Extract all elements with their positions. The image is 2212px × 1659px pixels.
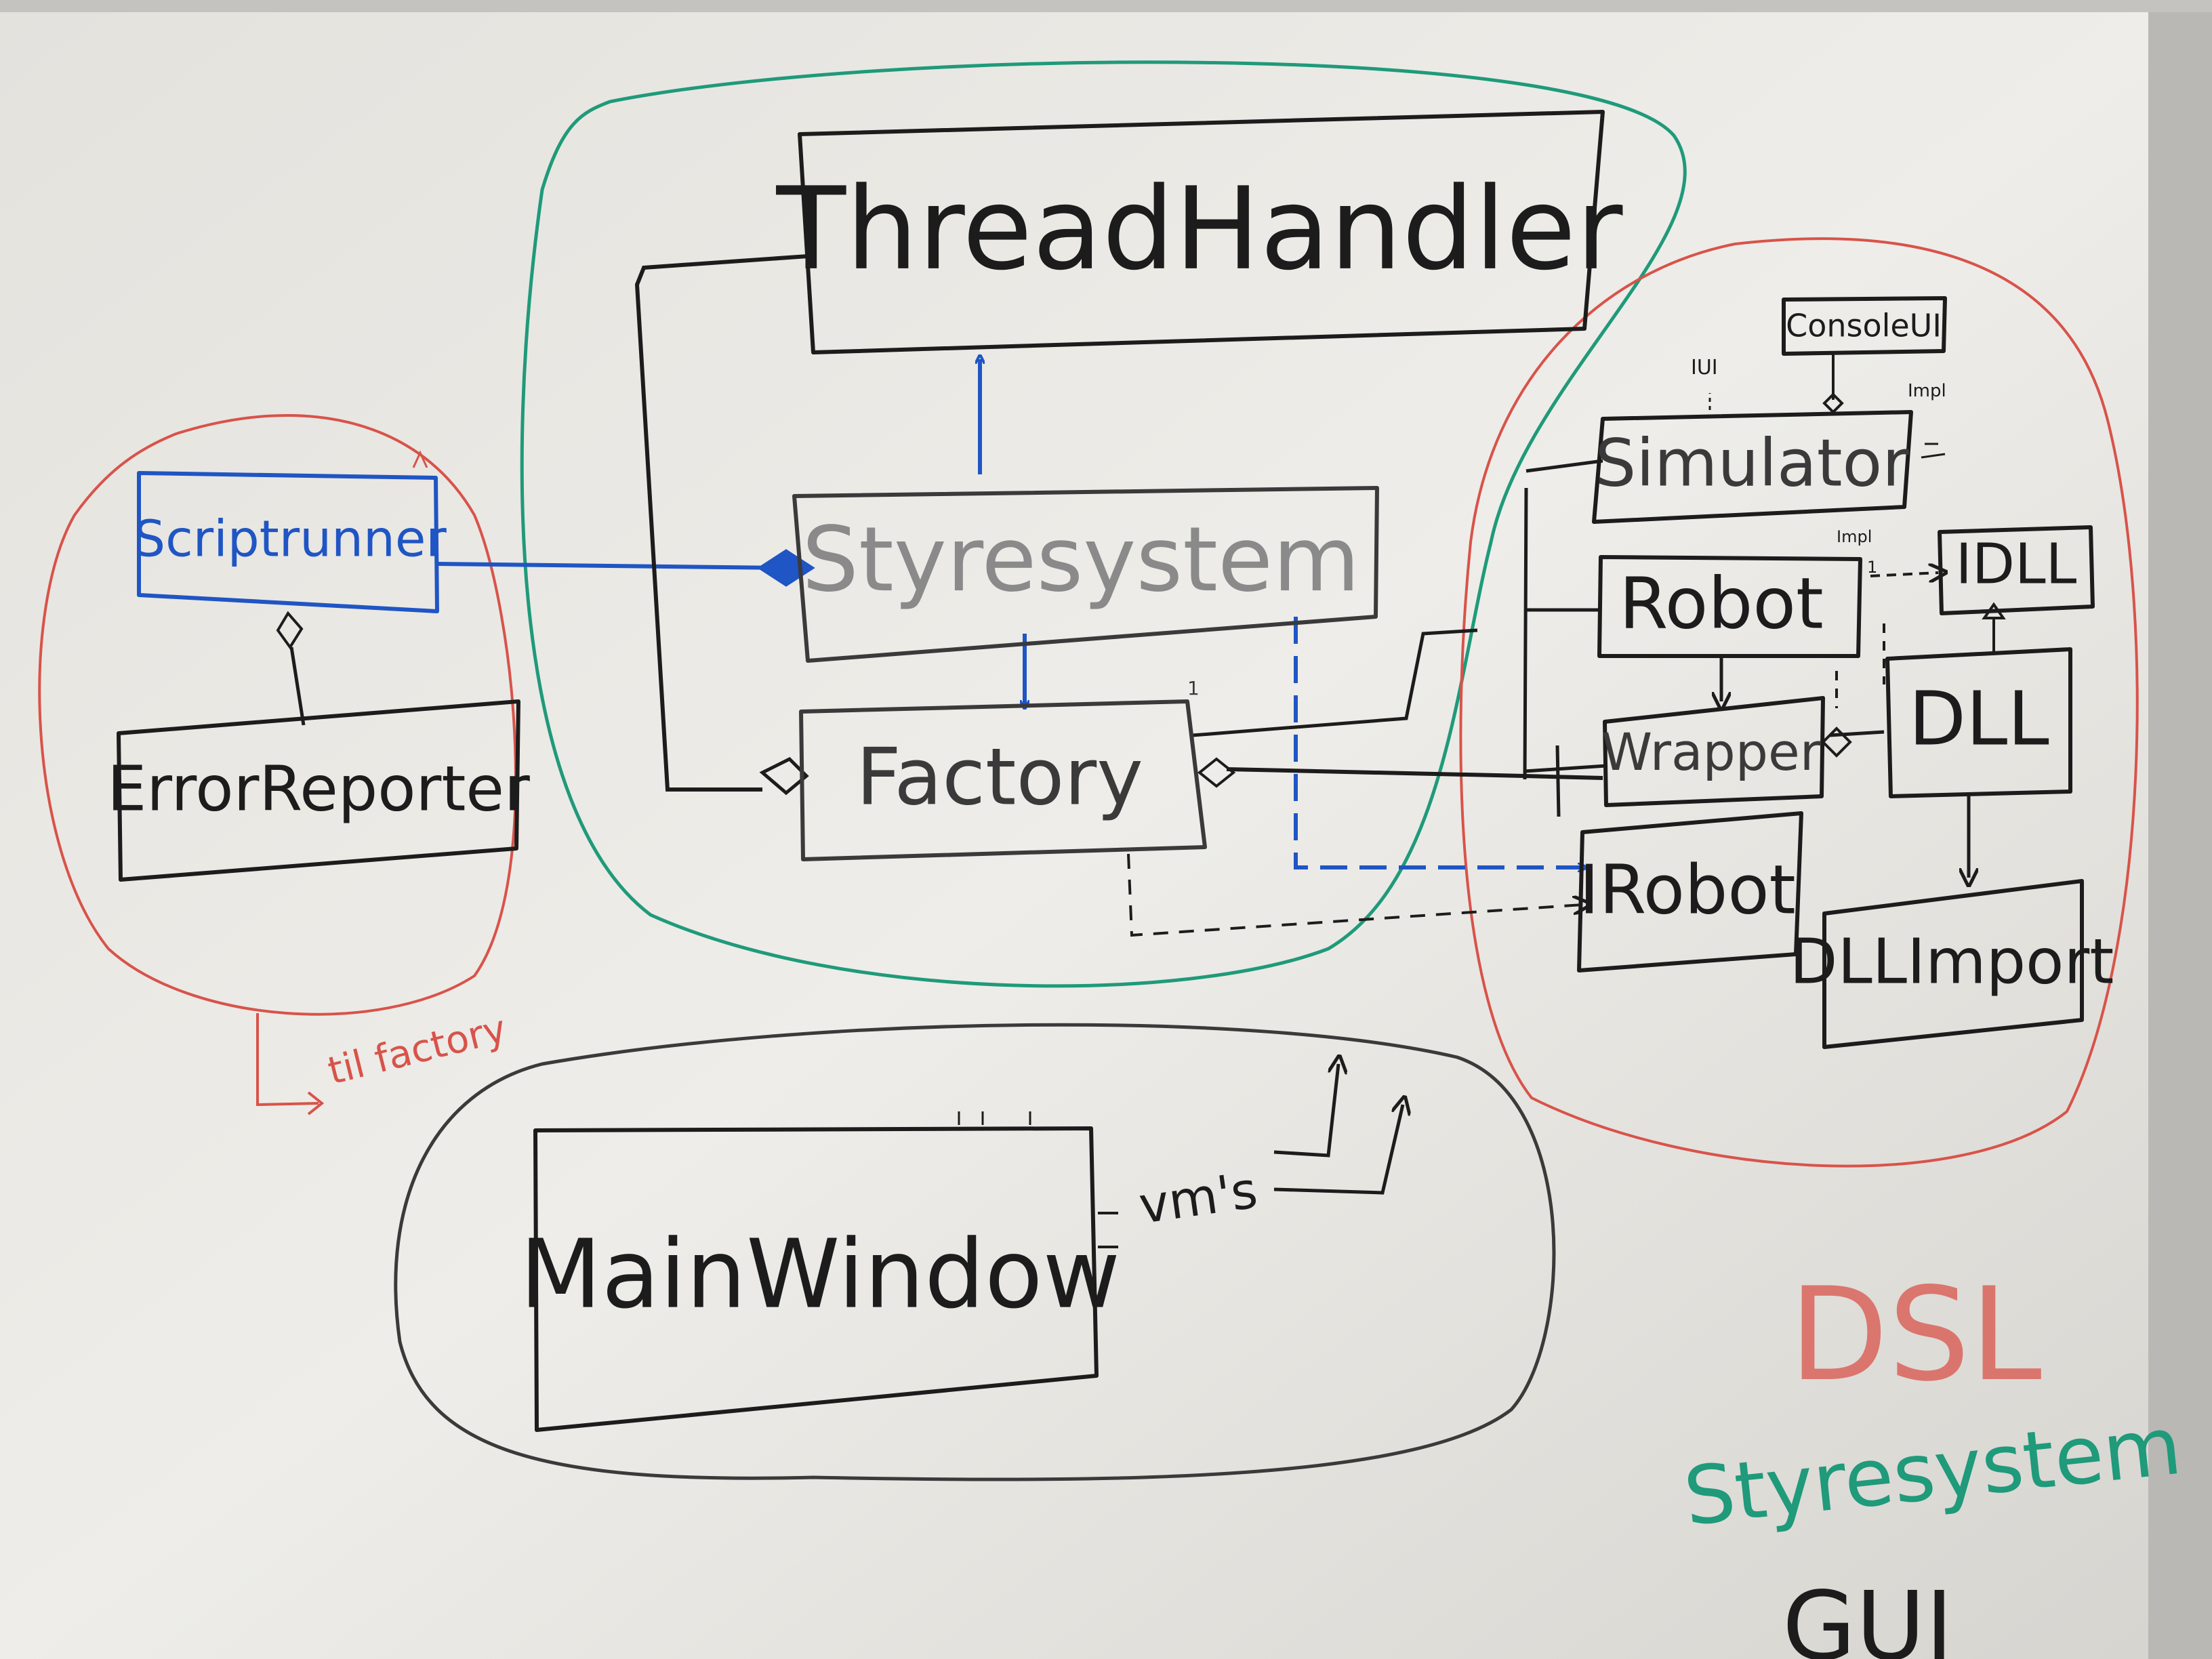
errorreporter-scriptrunner-link (289, 647, 306, 726)
class-scriptrunner: Scriptrunner (134, 471, 447, 613)
class-factory-label: Factory (856, 732, 1143, 823)
class-simulator-label: Simulator (1595, 425, 1909, 501)
til-factory-arrowhead (307, 1091, 325, 1115)
class-dllimport-label: DLLImport (1790, 925, 2114, 998)
class-errorreporter: ErrorReporter (107, 699, 530, 882)
class-factory: Factory 1 (799, 677, 1207, 861)
class-threadhandler: ThreadHandler (776, 110, 1624, 354)
annotation-mult-one-right: 1 (1867, 558, 1877, 577)
annotation-impl-top: Impl (1908, 381, 1946, 401)
annotation-iui: IUI (1691, 356, 1718, 380)
vms-arrow-one (1273, 1064, 1338, 1158)
threadhandler-factory-link (634, 254, 808, 792)
class-dllimport: DLLImport (1790, 879, 2114, 1049)
class-consoleui: ConsoleUI (1782, 296, 1947, 356)
annotation-impl-mid: Impl (1837, 527, 1872, 546)
robot-to-idll-dashed-link (1870, 573, 1938, 576)
class-scriptrunner-label: Scriptrunner (134, 510, 447, 569)
bus-tick (1555, 745, 1561, 817)
factory-aggregation-diamond (759, 756, 809, 796)
class-robot: Robot (1597, 555, 1862, 658)
class-idll-label: IDLL (1956, 532, 2077, 596)
class-consoleui-label: ConsoleUI (1786, 308, 1942, 344)
vertical-bus (1523, 459, 1607, 780)
legend-gui: GUI (1782, 1572, 1953, 1659)
class-styresystem: Styresystem (792, 486, 1379, 663)
til-factory-arrow (256, 1013, 319, 1107)
board-frame-right (2148, 0, 2212, 1659)
group-outline-scriptrunner (38, 414, 517, 1016)
class-mainwindow-label: MainWindow (520, 1220, 1120, 1330)
factory-to-robot-link (1192, 628, 1478, 737)
wrapper-diamond (1821, 726, 1852, 758)
factory-right-diamond (1197, 757, 1236, 788)
vms-arrow-two (1273, 1105, 1403, 1195)
dll-to-wrapper-link (1829, 730, 1885, 737)
class-wrapper: Wrapper (1601, 696, 1825, 807)
scriptrunner-red-tick (412, 450, 428, 468)
class-irobot-label: IRobot (1579, 850, 1796, 929)
scriptrunner-diamond (276, 611, 304, 650)
mainwindow-top-ticks (958, 1111, 1031, 1125)
class-styresystem-label: Styresystem (802, 508, 1359, 612)
class-dll: DLL (1885, 647, 2072, 798)
group-outline-gui (394, 1023, 1556, 1481)
styresystem-to-irobot-link (1294, 617, 1582, 867)
class-mainwindow: MainWindow (520, 1126, 1120, 1432)
class-wrapper-label: Wrapper (1601, 722, 1822, 782)
mainwindow-vms-link (1098, 1212, 1118, 1248)
class-robot-label: Robot (1619, 562, 1824, 644)
class-irobot: IRobot (1577, 811, 1803, 972)
scriptrunner-styresystem-link (436, 562, 787, 570)
class-threadhandler-label: ThreadHandler (776, 163, 1624, 295)
class-dll-label: DLL (1908, 675, 2049, 762)
class-idll: IDLL (1938, 525, 2095, 615)
dll-dashed-up-link (1835, 623, 1885, 708)
legend-dsl: DSL (1789, 1260, 2042, 1410)
class-errorreporter-label: ErrorReporter (107, 752, 530, 825)
factory-multiplicity-1: 1 (1187, 677, 1200, 699)
group-outline-dsl (1459, 237, 2139, 1168)
group-outline-styresystem (520, 60, 1687, 988)
impl-arrow (1921, 443, 1946, 459)
board-frame-top (0, 0, 2212, 12)
class-simulator: Simulator (1592, 410, 1913, 524)
factory-to-irobot-dashed-link (1127, 853, 1582, 937)
